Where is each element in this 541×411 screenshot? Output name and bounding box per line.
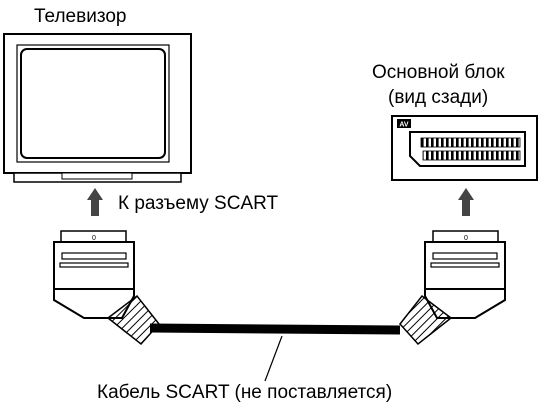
up-arrow-icon — [87, 188, 103, 216]
scart-cable-label: Кабель SCART (не поставляется) — [97, 382, 393, 403]
av-badge-text: AV — [399, 122, 409, 129]
scart-plug-right: 0 — [399, 230, 506, 346]
plug-mark: 0 — [92, 235, 96, 242]
scart-plug-left: 0 — [53, 230, 160, 346]
scart-cable — [149, 323, 401, 382]
tv-label: Телевизор — [34, 6, 127, 27]
plug-mark: 0 — [464, 235, 468, 242]
up-arrow-icon — [458, 188, 474, 216]
to-scart-label: К разъему SCART — [118, 193, 279, 214]
tv-icon — [3, 33, 192, 183]
main-unit-rear-panel: AV — [391, 115, 538, 181]
rear-view-label: (вид сзади) — [388, 87, 489, 108]
av-badge — [397, 119, 411, 128]
scart-socket — [409, 131, 526, 167]
main-unit-label: Основной блок — [372, 62, 505, 83]
